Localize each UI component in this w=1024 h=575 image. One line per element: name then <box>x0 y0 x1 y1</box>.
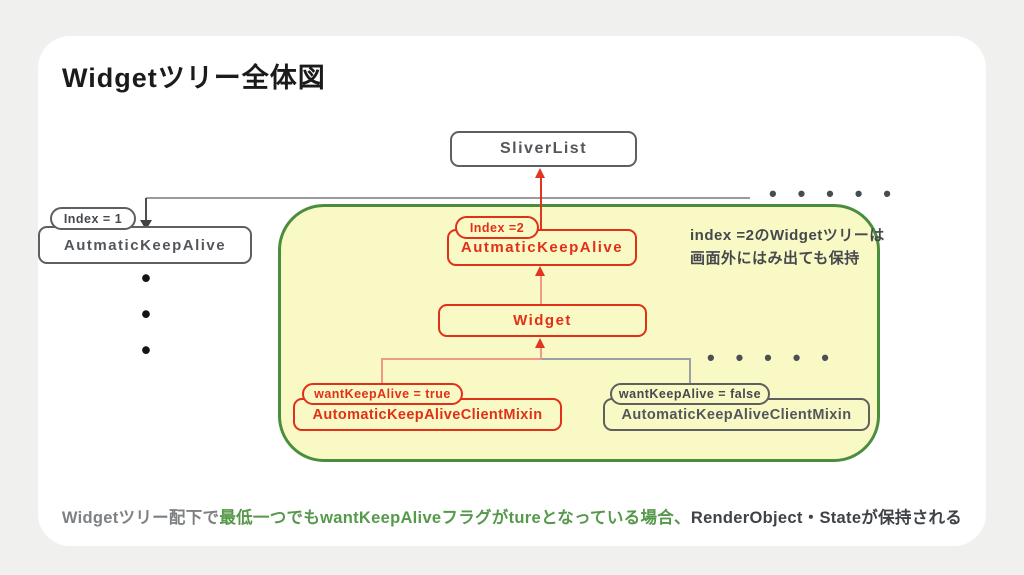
caption-green-part: 最低一つでもwantKeepAliveフラグがtureとなっている場合、 <box>219 509 691 527</box>
tag-wantkeepalive-false: wantKeepAlive = false <box>610 383 770 405</box>
branch-vertical-false <box>689 358 691 386</box>
node-mixin-true: AutomaticKeepAliveClientMixin <box>293 398 562 431</box>
caption-gray-part: Widgetツリー配下で <box>61 509 220 527</box>
connector-horizontal-children <box>146 197 750 199</box>
page-title: Widgetツリー全体図 <box>62 63 326 93</box>
bottom-caption: Widgetツリー配下で最低一つでもwantKeepAliveフラグがtureと… <box>40 504 984 528</box>
arrow-up-to-widget-icon <box>535 338 545 348</box>
branch-horizontal-right <box>541 358 690 360</box>
dot: • <box>735 345 744 370</box>
group-annotation-line1: index =2のWidgetツリーは <box>690 227 885 244</box>
ellipsis-vertical-left: • • • <box>138 263 154 365</box>
connector-widget-to-keepalive2 <box>540 274 542 305</box>
node-sliverlist: SliverList <box>450 131 637 167</box>
arrow-down-to-index1-icon <box>140 220 152 230</box>
tag-wantkeepalive-true: wantKeepAlive = true <box>302 383 463 405</box>
ellipsis-siblings-top: • • • • • <box>769 181 891 206</box>
dot: • <box>141 335 151 365</box>
dot: • <box>141 263 151 293</box>
dot: • <box>769 181 777 206</box>
tag-index2: Index =2 <box>455 216 539 239</box>
tag-index1: Index = 1 <box>50 207 136 230</box>
dot: • <box>826 181 834 206</box>
connector-index2-to-sliverlist <box>540 177 542 229</box>
dot: • <box>707 345 715 370</box>
connector-drop-to-index1 <box>145 198 147 222</box>
group-annotation-line2: 画面外にはみ出ても保持 <box>690 250 860 268</box>
dot: • <box>797 181 806 206</box>
ellipsis-siblings-branch: • • • • • <box>707 345 829 370</box>
arrow-up-to-sliverlist-icon <box>535 168 545 178</box>
dot: • <box>883 181 891 206</box>
branch-horizontal-left <box>381 358 541 360</box>
caption-dark-part: RenderObject・Stateが保持される <box>690 509 963 527</box>
node-widget: Widget <box>438 304 647 337</box>
dot: • <box>141 299 151 329</box>
node-keepalive-index1: AutmaticKeepAlive <box>38 226 252 264</box>
dot: • <box>854 181 863 206</box>
dot: • <box>821 345 829 370</box>
group-annotation: index =2のWidgetツリーは 画面外にはみ出ても保持 <box>690 224 885 271</box>
dot: • <box>792 345 801 370</box>
node-keepalive-index2: AutmaticKeepAlive <box>447 229 637 266</box>
dot: • <box>764 345 772 370</box>
arrow-up-to-keepalive2-icon <box>535 266 545 276</box>
branch-vertical-true <box>381 358 383 386</box>
connector-branch-to-widget <box>540 346 542 359</box>
